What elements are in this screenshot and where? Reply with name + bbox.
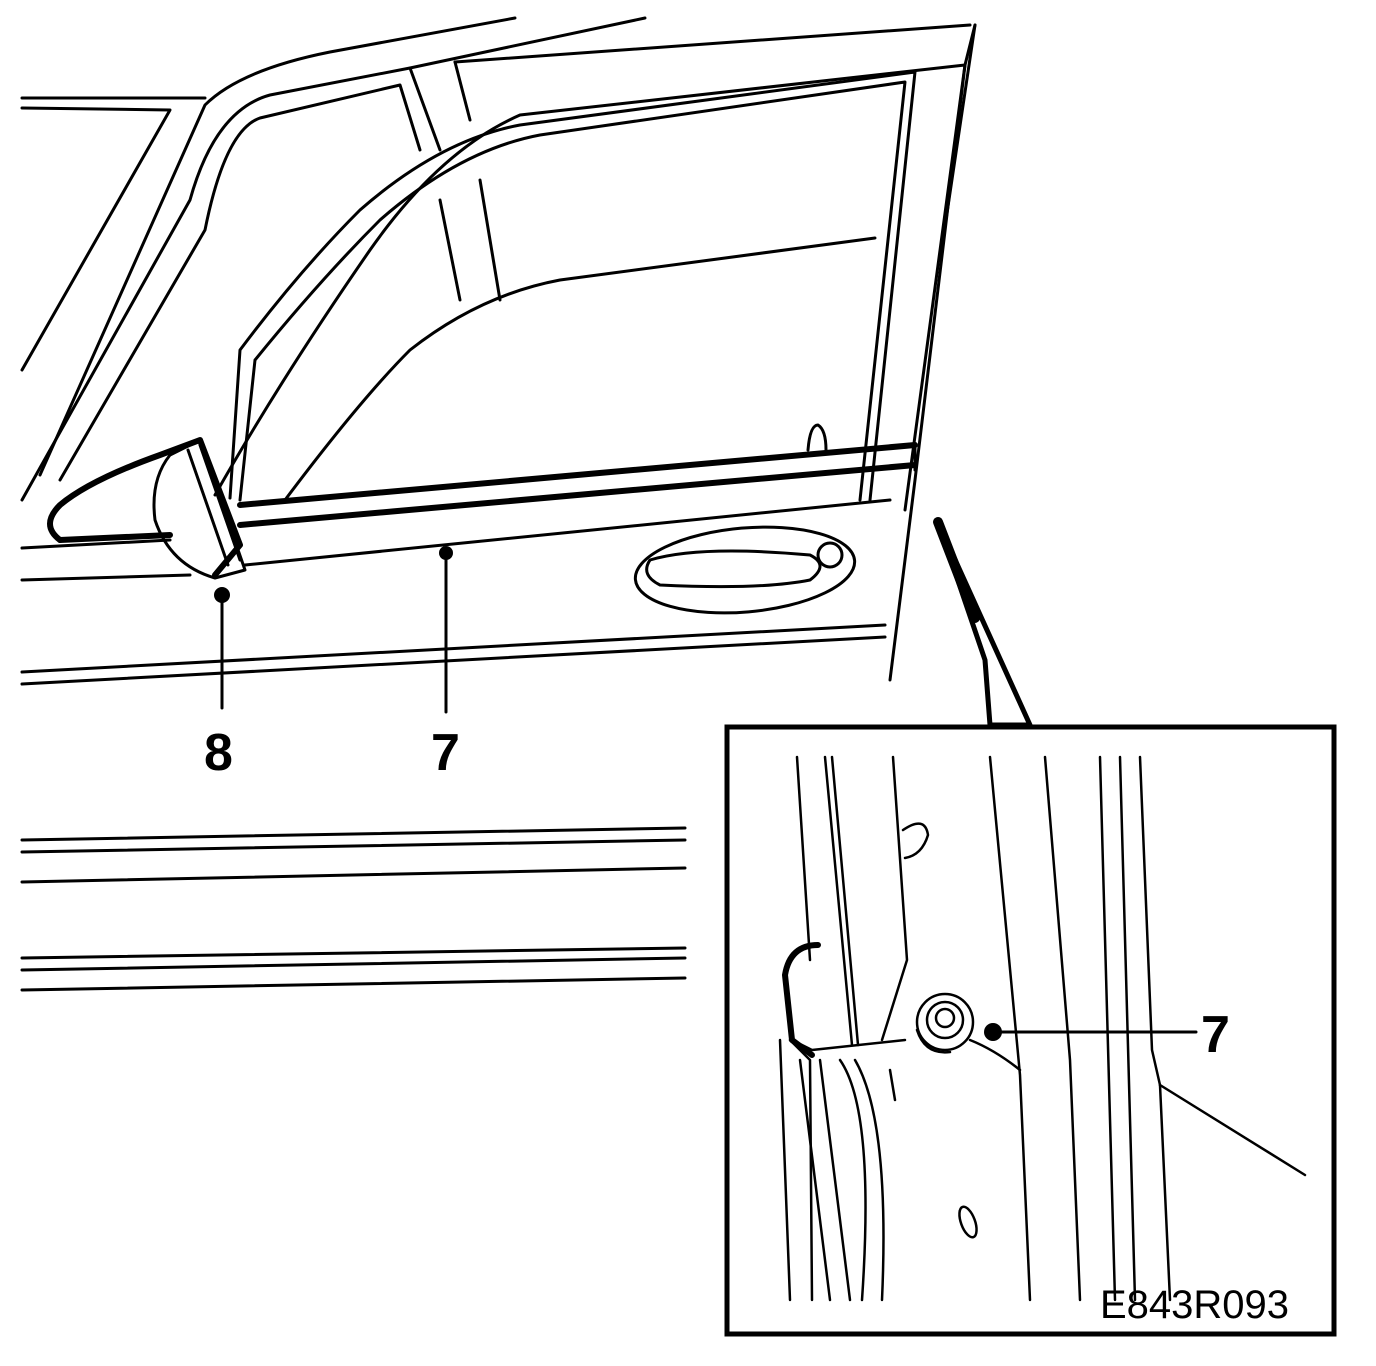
mirror-callout-label: 8	[204, 724, 233, 782]
side-mirror	[47, 437, 247, 580]
callout-leaders	[214, 546, 453, 714]
reference-code: E843R093	[1100, 1283, 1289, 1327]
waist-moulding	[237, 442, 918, 528]
detail-door-edge	[778, 942, 1022, 1302]
door-body-lines	[20, 498, 892, 992]
moulding-callout-label: 7	[431, 724, 460, 782]
moulding-clip	[915, 992, 975, 1054]
detail-pillar-lines	[795, 755, 1307, 1302]
window-frame-lines	[20, 16, 977, 502]
car-door-illustration: 8 7	[20, 16, 977, 992]
detail-pointer	[933, 517, 1033, 728]
door-frame-lines	[213, 23, 977, 682]
detail-inset: 7 E843R093	[724, 724, 1337, 1337]
door-handle	[633, 525, 857, 615]
clip-callout-label: 7	[1201, 1006, 1230, 1064]
